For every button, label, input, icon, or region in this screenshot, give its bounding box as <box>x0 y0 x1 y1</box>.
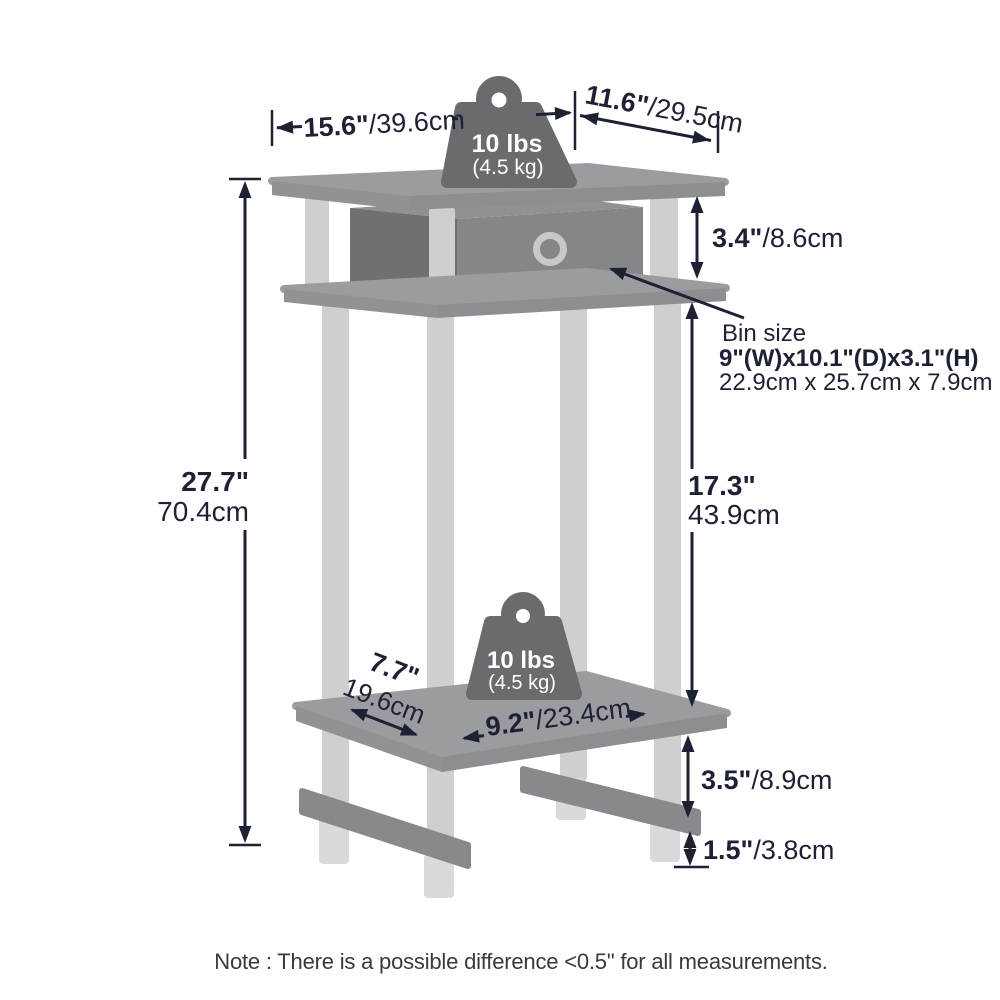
dim-top-width: 15.6"/39.6cm <box>270 91 577 150</box>
stretcher-left <box>299 788 471 869</box>
bin-size-title: Bin size <box>722 320 806 347</box>
tabletop-left-edge <box>272 181 409 210</box>
dim-under-top-cm: /8.6cm <box>762 223 843 253</box>
middle-shelf-left-edge <box>284 289 437 318</box>
leg-front <box>427 304 454 858</box>
dim-foot-height-inches: 1.5" <box>703 835 753 865</box>
dim-top-width-inches: 15.6" <box>303 110 370 143</box>
dimension-annotations: 15.6"/39.6cm 11.6"/29.5cm 27.7" 70.4cm <box>157 79 992 869</box>
weight-icon-bottom: 10 lbs (4.5 kg) <box>466 592 582 700</box>
weight-bottom-lbs-label: 10 lbs <box>487 647 555 674</box>
weight-hole-icon <box>516 609 530 623</box>
dim-leg-section-inches: 3.5" <box>701 765 751 795</box>
dim-mid-section-inches: 17.3" <box>688 470 756 501</box>
dim-top-depth: 11.6"/29.5cm <box>579 79 746 153</box>
dim-total-height-inches: 27.7" <box>181 466 249 497</box>
weight-bottom-kg-label: (4.5 kg) <box>488 672 556 694</box>
dim-shelf-width-inches: 9.2" <box>484 705 538 741</box>
bottom-shelf-left-edge <box>296 706 442 772</box>
bin-handle-ring-icon <box>533 232 567 266</box>
dim-foot-height: 1.5"/3.8cm <box>674 831 834 869</box>
arrowhead-icon <box>554 106 573 120</box>
dim-total-height-cm: 70.4cm <box>157 496 249 527</box>
bottom-shelf <box>292 671 731 772</box>
weight-body-icon <box>466 616 582 700</box>
weight-top-kg-label: (4.5 kg) <box>472 156 543 179</box>
tabletop-front-edge <box>409 182 725 210</box>
dim-mid-section-cm: 43.9cm <box>688 499 780 530</box>
dim-under-top: 3.4"/8.6cm <box>690 196 843 279</box>
bin-size-imperial: 9"(W)x10.1"(D)x3.1"(H) <box>719 345 979 372</box>
dim-under-top-inches: 3.4" <box>712 223 762 253</box>
bottom-shelf-front-edge <box>442 713 727 772</box>
dim-under-top-label: 3.4"/8.6cm <box>712 223 843 253</box>
dim-line <box>625 712 645 718</box>
bin-size-metric: 22.9cm x 25.7cm x 7.9cm <box>719 369 992 396</box>
foot-left <box>319 818 349 864</box>
weight-icon-top: 10 lbs (4.5 kg) <box>441 76 577 188</box>
callout-leader-line <box>610 267 745 320</box>
dim-total-height: 27.7" 70.4cm <box>157 177 261 847</box>
leg-left <box>322 298 349 820</box>
arrowhead-icon <box>275 120 294 135</box>
weight-top-lbs-label: 10 lbs <box>472 130 543 158</box>
dim-foot-height-label: 1.5"/3.8cm <box>703 835 834 865</box>
foot-front <box>424 854 454 898</box>
dim-leg-section-cm: /8.9cm <box>751 765 832 795</box>
measurement-note: Note : There is a possible difference <0… <box>214 949 827 974</box>
middle-shelf <box>280 268 730 318</box>
weight-hole-icon <box>491 92 507 108</box>
dim-line <box>463 734 485 740</box>
dim-foot-height-cm: /3.8cm <box>753 835 834 865</box>
dim-top-depth-label: 11.6"/29.5cm <box>583 79 746 138</box>
leg-right <box>654 296 681 814</box>
post-upper-left <box>305 194 329 294</box>
bin-size-callout: Bin size 9"(W)x10.1"(D)x3.1"(H) 22.9cm x… <box>606 261 992 396</box>
dim-top-width-cm: /39.6cm <box>368 105 465 140</box>
dim-leg-section-label: 3.5"/8.9cm <box>701 765 832 795</box>
dim-line <box>579 114 712 142</box>
post-upper-right <box>650 194 678 286</box>
dim-leg-section: 3.5"/8.9cm <box>681 735 832 818</box>
stretcher-right <box>520 766 701 836</box>
dim-mid-section: 17.3" 43.9cm <box>685 302 780 707</box>
dim-top-width-label: 15.6"/39.6cm <box>303 105 466 143</box>
middle-shelf-front-edge <box>437 288 726 318</box>
table-illustration: 10 lbs (4.5 kg) 10 lbs (4.5 kg) <box>268 76 731 898</box>
weight-body-icon <box>441 102 577 188</box>
